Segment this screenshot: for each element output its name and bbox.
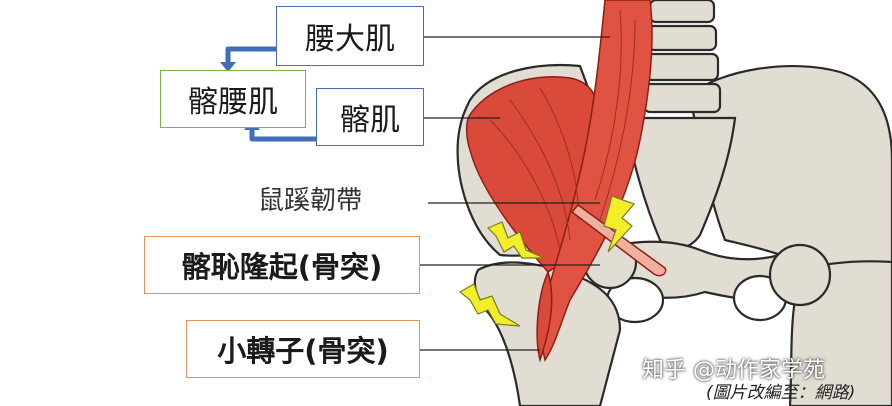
watermark-site-text: 知乎 @动作家学苑	[642, 358, 825, 383]
psoas-muscle	[540, 0, 653, 362]
iliopsoas-tendon	[536, 269, 553, 363]
pelvis-bones	[456, 0, 892, 406]
label-iliacus: 髂肌	[316, 88, 424, 146]
arrow-head-down	[220, 62, 236, 72]
watermark-source-text: (圖片改編至：網路)	[706, 383, 856, 403]
watermark-source: (圖片改編至：網路)	[706, 378, 855, 403]
leader-lines	[420, 36, 610, 351]
watermark-site: 知乎 @动作家学苑	[642, 352, 825, 384]
label-psoas-text: 腰大肌	[305, 22, 395, 57]
vertebra-4	[642, 82, 722, 114]
label-lesser-trochanter-text: 小轉子(骨突)	[217, 334, 389, 368]
muscles	[465, 0, 667, 363]
label-aiis-text: 髂恥隆起(骨突)	[181, 250, 383, 284]
sacrum	[623, 116, 737, 251]
right-femoral-head	[768, 243, 832, 307]
pain-lightning-icon	[486, 221, 545, 259]
connector-arrows	[225, 46, 316, 142]
label-iliopsoas: 髂腰肌	[160, 70, 306, 128]
pain-lightning-icon	[603, 195, 636, 253]
label-iliacus-text: 髂肌	[340, 103, 400, 138]
vertebra-3	[644, 52, 720, 82]
label-iliopsoas-text: 髂腰肌	[188, 85, 278, 120]
label-inguinal-ligament: 鼠蹊韌帶	[258, 180, 362, 217]
label-lesser-trochanter: 小轉子(骨突)	[186, 320, 420, 378]
label-aiis: 髂恥隆起(骨突)	[144, 236, 420, 294]
vertebra-1	[648, 0, 716, 24]
vertebra-2	[646, 24, 718, 52]
label-inguinal-ligament-text: 鼠蹊韌帶	[258, 186, 363, 216]
pain-lightning-icon	[458, 283, 521, 327]
pain-markers	[458, 195, 636, 327]
label-psoas: 腰大肌	[276, 6, 424, 66]
